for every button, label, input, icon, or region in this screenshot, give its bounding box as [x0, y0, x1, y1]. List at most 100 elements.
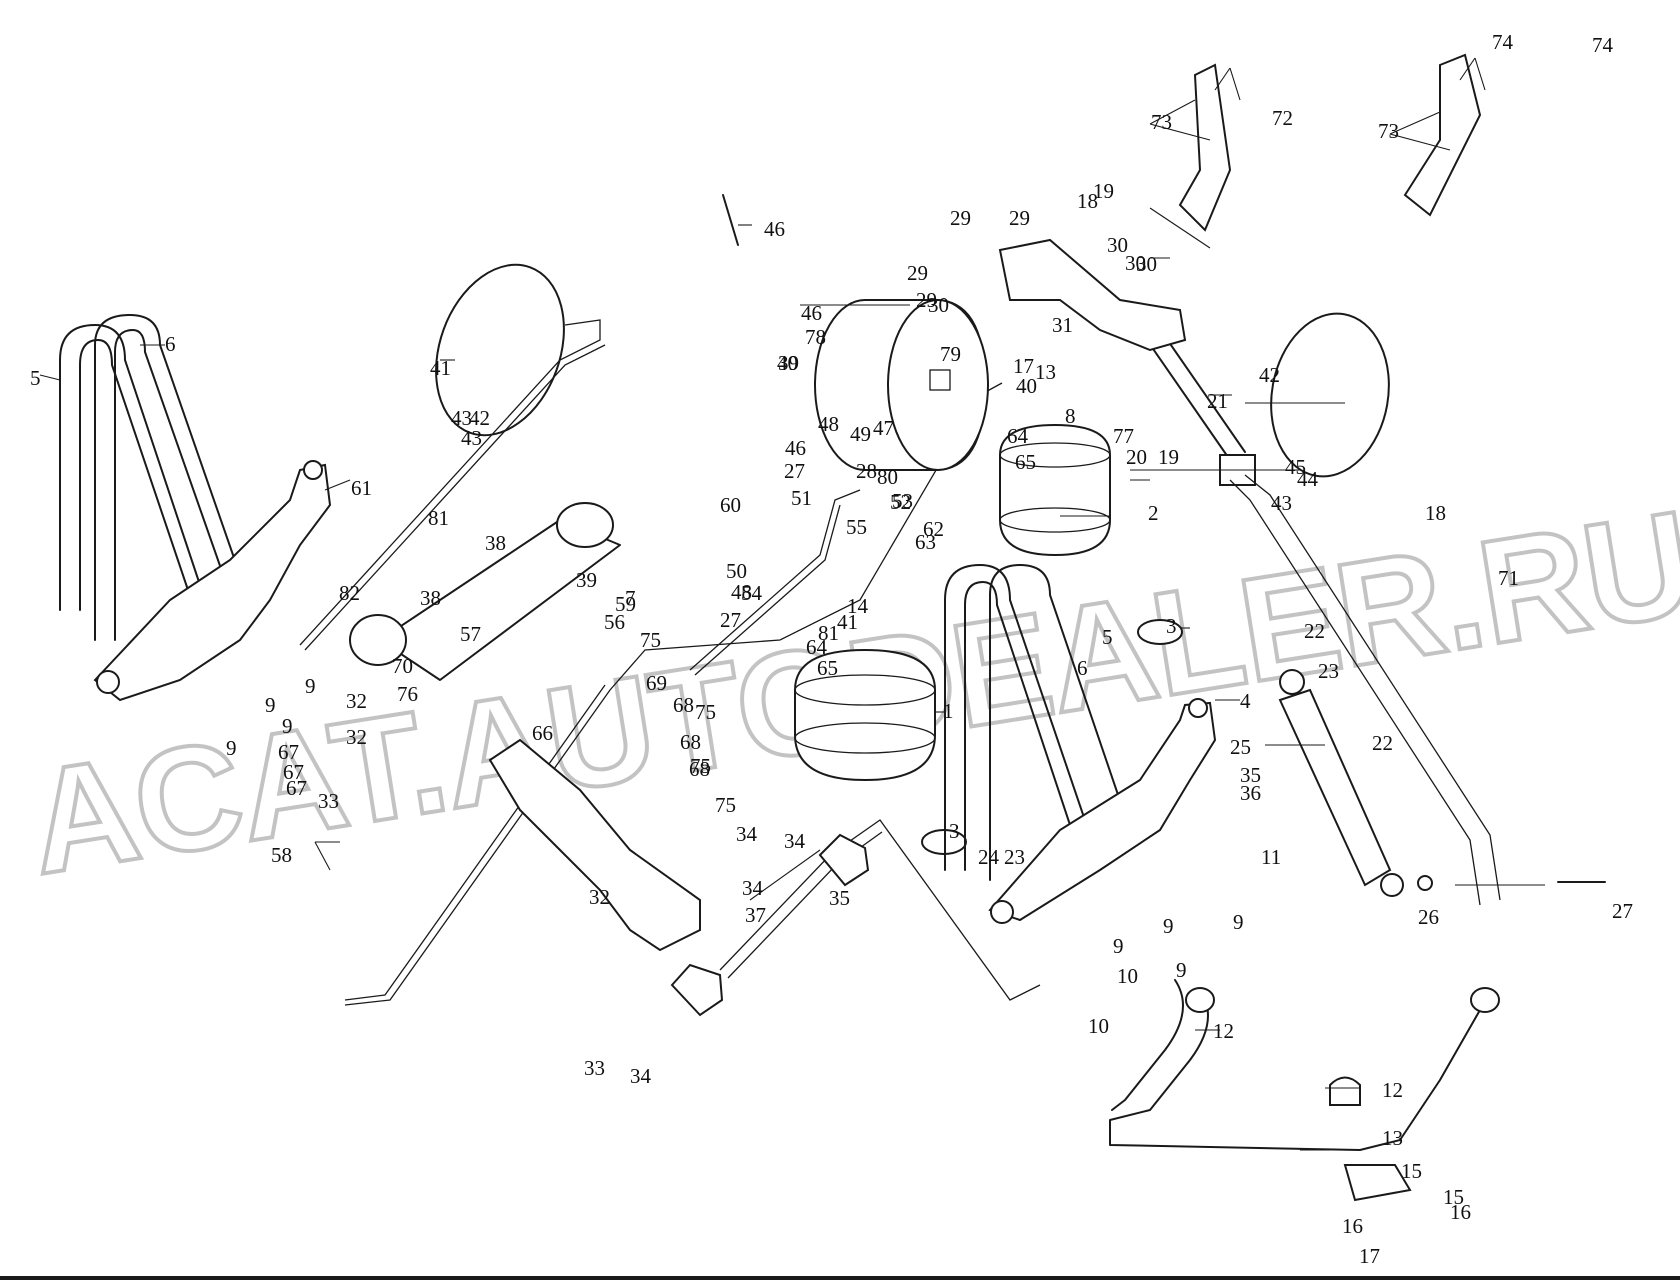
air-spring-1 — [794, 648, 936, 782]
leader-lines — [39, 57, 1545, 1151]
callout-label: 67 — [278, 740, 299, 764]
callout-label: 61 — [351, 476, 372, 500]
callout-label: 9 — [1163, 914, 1174, 938]
callout-label: 32 — [589, 885, 610, 909]
pad-3-upper — [1137, 619, 1183, 645]
callout-label: 33 — [584, 1056, 605, 1080]
callout-label: 43 — [461, 426, 482, 450]
callout-label: 65 — [1015, 450, 1036, 474]
shock-absorber-21 — [1278, 688, 1392, 887]
rod-36 — [719, 819, 1041, 1001]
callout-label: 66 — [532, 721, 553, 745]
u-bolt-5-left — [59, 324, 201, 611]
callout-label: 53 — [892, 489, 913, 513]
callout-label: 48 — [731, 580, 752, 604]
callout-label: 30 — [1107, 233, 1128, 257]
callout-label: 41 — [430, 356, 451, 380]
callout-label: 75 — [695, 700, 716, 724]
callout-label: 74 — [1592, 33, 1614, 57]
callout-label: 51 — [791, 486, 812, 510]
crossmember — [379, 519, 621, 681]
callout-label: 43 — [1271, 491, 1292, 515]
callout-label: 71 — [1498, 566, 1519, 590]
callout-label: 30 — [1125, 251, 1146, 275]
clamp-41-left — [435, 263, 565, 437]
callout-label: 69 — [646, 671, 667, 695]
callout-label: 3 — [949, 819, 960, 843]
callout-label: 36 — [1240, 781, 1261, 805]
callout-label: 79 — [940, 342, 961, 366]
callout-label: 34 — [742, 876, 764, 900]
callout-label: 62 — [923, 517, 944, 541]
bushing-11-right — [1470, 987, 1500, 1013]
callout-label: 17 — [1013, 354, 1034, 378]
callout-label: 32 — [346, 689, 367, 713]
callout-label: 45 — [1285, 455, 1306, 479]
callout-label: 34 — [784, 829, 806, 853]
air-line-upper — [299, 319, 601, 646]
bracket-31 — [488, 738, 701, 952]
callout-label: 9 — [265, 693, 276, 717]
callout-label: 12 — [1382, 1078, 1403, 1102]
callout-label: 75 — [640, 628, 661, 652]
u-bolt-5-left-inner — [79, 339, 189, 611]
u-bolt-5-right — [944, 564, 1091, 871]
callout-label: 13 — [1382, 1126, 1403, 1150]
bracket-14 — [1343, 1164, 1412, 1202]
callout-label: 42 — [1259, 363, 1280, 387]
callout-label: 52 — [890, 490, 911, 514]
callout-label: 59 — [615, 592, 636, 616]
callout-label: 50 — [726, 559, 747, 583]
callout-label: 70 — [392, 654, 413, 678]
callout-label: 76 — [397, 682, 418, 706]
callout-label: 19 — [1093, 179, 1114, 203]
callout-label: 15 — [1443, 1185, 1464, 1209]
torque-rod-20 — [1139, 329, 1231, 461]
callout-label: 77 — [1113, 424, 1134, 448]
callout-label: 74 — [1492, 30, 1514, 54]
clip-12-upper — [1329, 1076, 1361, 1106]
callout-label: 27 — [1612, 899, 1633, 923]
air-line-mid-2 — [694, 504, 841, 676]
callout-label: 32 — [346, 725, 367, 749]
bushing-36-lower — [670, 963, 724, 1017]
callout-label: 38 — [420, 586, 441, 610]
bracket-71 — [1403, 53, 1482, 217]
callout-label: 82 — [339, 581, 360, 605]
callout-label: 46 — [801, 301, 822, 325]
callout-label: 20 — [1126, 445, 1147, 469]
clamp-41-right — [1270, 312, 1390, 478]
bushing-37 — [349, 614, 407, 666]
callout-label: 30 — [928, 293, 949, 317]
callout-label: 9 — [1176, 958, 1187, 982]
callout-label: 16 — [1342, 1214, 1363, 1238]
rod-45 — [722, 194, 739, 246]
callout-label: 5 — [30, 366, 41, 390]
bushing-36-upper — [818, 833, 870, 887]
callout-label: 64 — [1007, 424, 1029, 448]
callout-label: 40 — [1016, 374, 1037, 398]
callout-label: 22 — [1304, 619, 1325, 643]
callout-label: 9 — [1233, 910, 1244, 934]
callout-label: 58 — [271, 843, 292, 867]
callout-label: 23 — [1004, 845, 1025, 869]
callout-label: 29 — [916, 288, 937, 312]
callout-label: 21 — [1207, 389, 1228, 413]
callout-label: 34 — [736, 822, 758, 846]
callout-label: 10 — [1088, 1014, 1109, 1038]
callout-label: 54 — [741, 581, 763, 605]
callout-label: 39 — [576, 568, 597, 592]
callout-label: 57 — [460, 622, 481, 646]
air-line-upper-2 — [304, 344, 606, 651]
callout-label: 19 — [1158, 445, 1179, 469]
callout-label: 2 — [1148, 501, 1159, 525]
bracket-28 — [998, 238, 1187, 352]
callout-label: 46 — [785, 436, 806, 460]
u-bolt-6-right — [989, 564, 1131, 881]
callout-label: 29 — [1009, 206, 1030, 230]
callout-label: 67 — [286, 776, 307, 800]
callout-label: 44 — [1297, 467, 1319, 491]
callout-label: 73 — [1378, 119, 1399, 143]
air-line-mid — [689, 489, 861, 671]
callout-label: 14 — [847, 594, 869, 618]
